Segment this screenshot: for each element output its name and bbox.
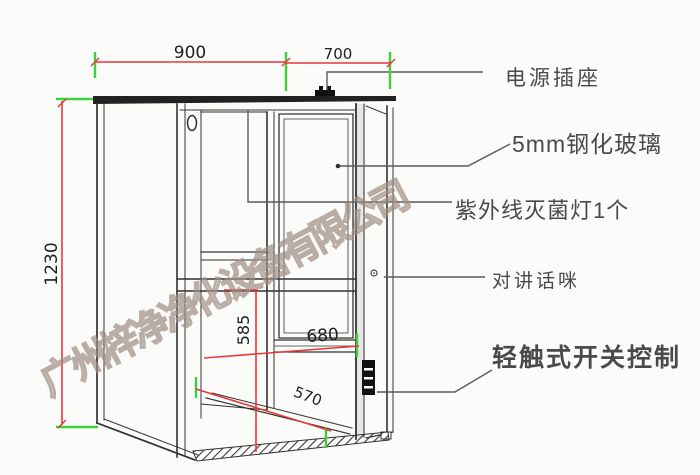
- leader-switch: [377, 369, 493, 393]
- leader-power-socket: [326, 71, 483, 90]
- touch-control-panel: [362, 360, 375, 395]
- dim-680: 680: [306, 325, 340, 347]
- glass-window: [274, 113, 357, 353]
- dim-900: 900: [174, 43, 206, 63]
- leader-uv-lamp: [247, 110, 452, 203]
- dim-700: 700: [324, 45, 353, 63]
- base-grille: [192, 431, 390, 462]
- dim-570: 570: [291, 383, 324, 410]
- callout-intercom-mic: 对讲话咪: [492, 271, 581, 292]
- callout-uv-lamp: 紫外线灭菌灯1个: [455, 198, 630, 223]
- callout-leader-lines: [247, 71, 511, 393]
- callout-tempered-glass: 5mm钢化玻璃: [512, 131, 663, 157]
- callout-touch-switch: 轻触式开关控制: [492, 344, 682, 372]
- intercom-mic-hole: [370, 269, 378, 277]
- door-lock: [186, 114, 198, 132]
- cabinet-top-edge: [93, 96, 396, 104]
- callout-power-socket: 电源插座: [505, 67, 601, 90]
- dim-1230: 1230: [42, 242, 62, 285]
- power-socket: [315, 86, 335, 96]
- dim-585: 585: [234, 315, 253, 346]
- dimension-lines: [57, 57, 396, 452]
- cabinet-body: [93, 96, 396, 462]
- leader-glass: [338, 143, 511, 167]
- extension-ticks: [56, 52, 392, 448]
